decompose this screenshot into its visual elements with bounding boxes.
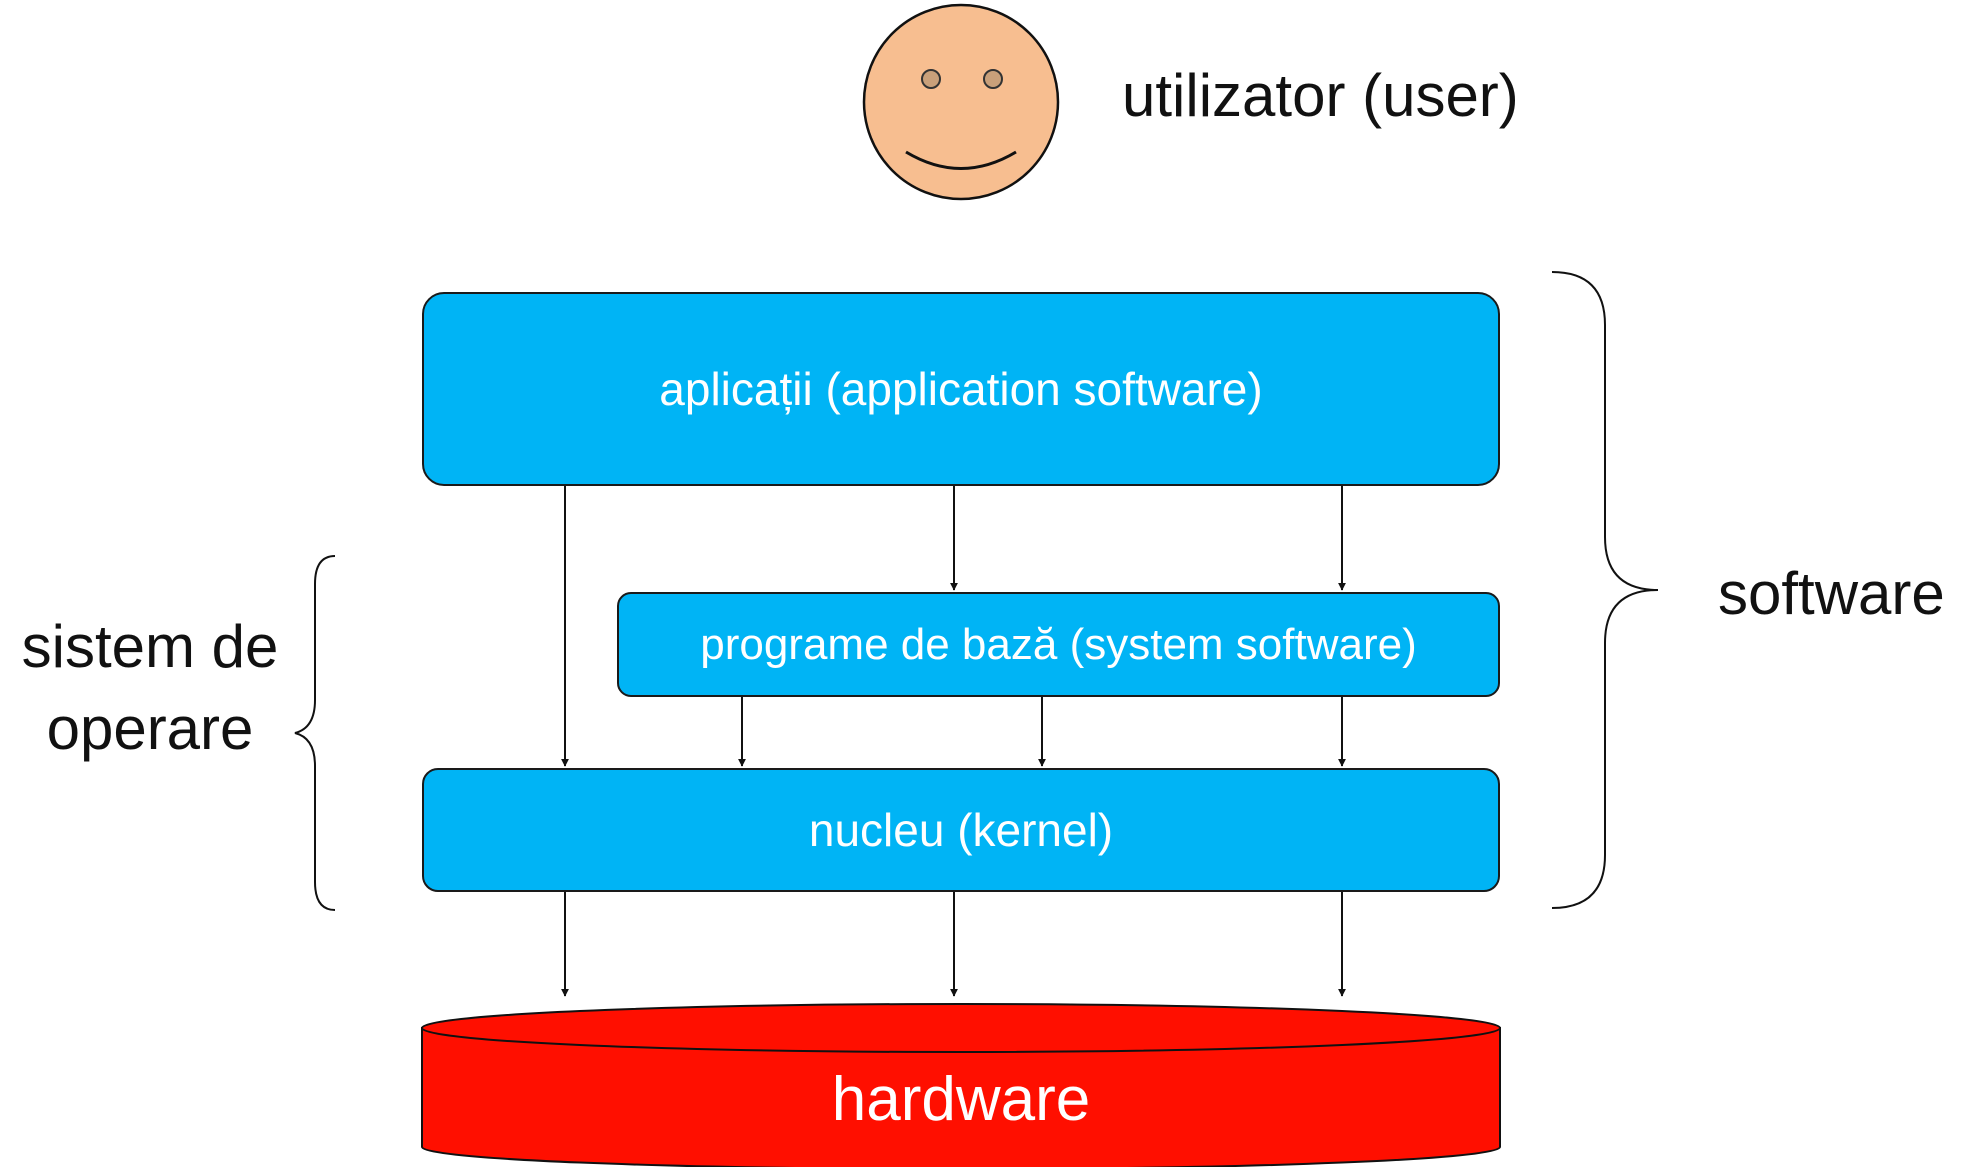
operating-system-group-label: sistem de operare — [21, 613, 279, 762]
hardware-label: hardware — [831, 1065, 1091, 1134]
applications-layer: aplicații (application software) — [422, 292, 1500, 486]
arrows-from-system-software — [738, 697, 1346, 767]
arrows-from-applications — [561, 486, 1346, 767]
kernel-layer: nucleu (kernel) — [422, 768, 1500, 892]
software-group-label: software — [1718, 560, 1945, 627]
software-brace — [1551, 271, 1659, 909]
system-software-layer: programe de bază (system software) — [617, 592, 1500, 697]
system-software-label: programe de bază (system software) — [700, 619, 1417, 669]
applications-label: aplicații (application software) — [659, 363, 1263, 415]
smiley-face-icon — [862, 3, 1060, 201]
user-label: utilizator (user) — [1122, 62, 1519, 129]
arrows-from-kernel — [561, 892, 1346, 997]
kernel-label: nucleu (kernel) — [808, 804, 1114, 856]
operating-system-brace — [294, 555, 336, 911]
hardware-cylinder — [421, 1003, 1501, 1167]
